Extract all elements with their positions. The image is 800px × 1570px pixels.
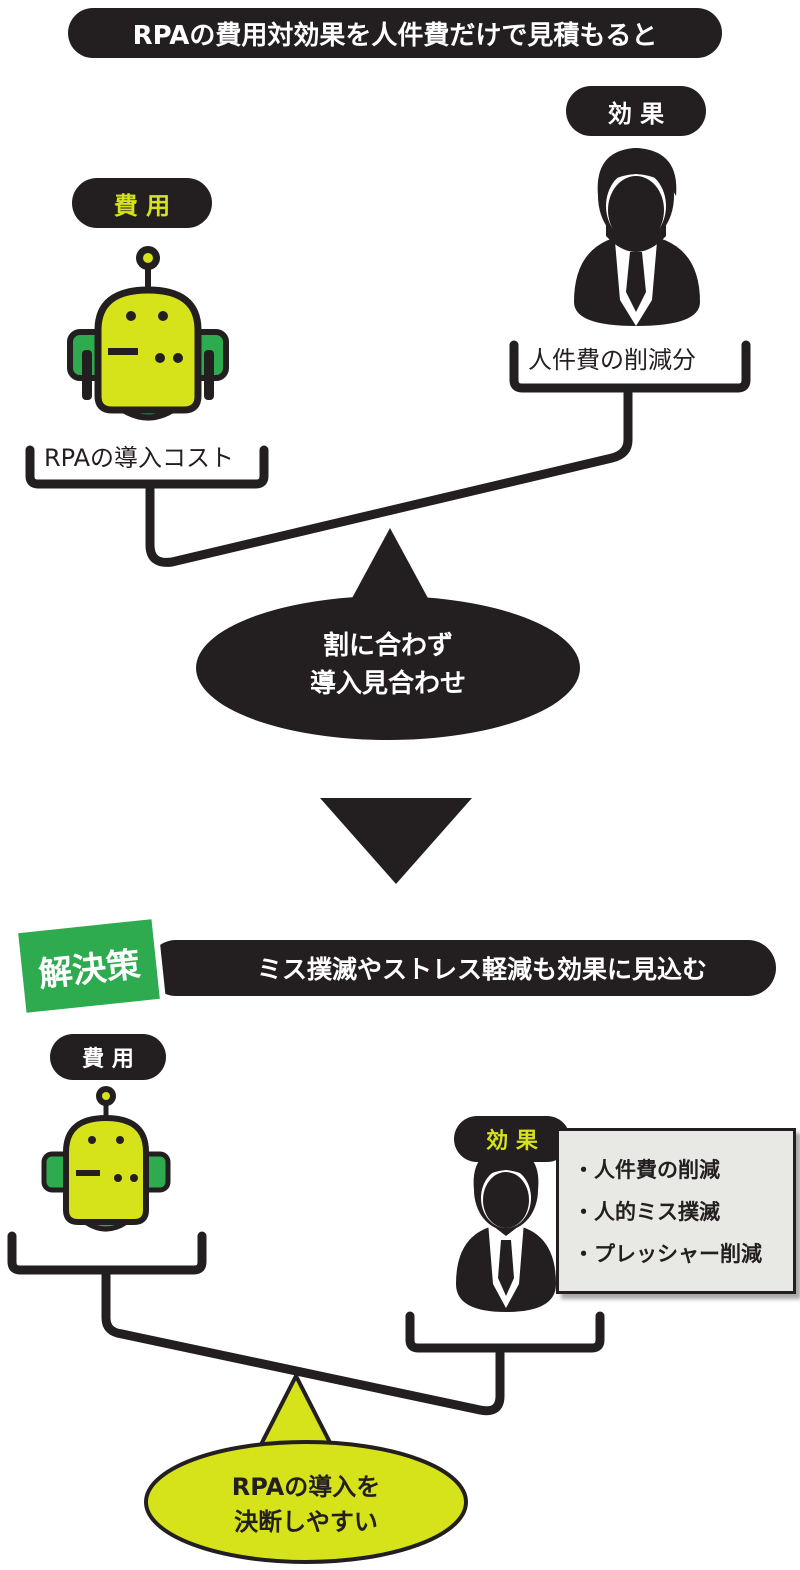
- effects-list: ・人件費の削減 ・人的ミス撲滅 ・プレッシャー削減: [559, 1131, 793, 1275]
- bottom-cost-label: 費 用: [82, 1047, 134, 1072]
- effects-list-box: ・人件費の削減 ・人的ミス撲滅 ・プレッシャー削減: [556, 1128, 796, 1294]
- effects-list-item: ・プレッシャー削減: [573, 1242, 762, 1266]
- cost-label: 費 用: [113, 191, 171, 220]
- effect-label: 効 果: [607, 99, 665, 128]
- businessman-icon: [574, 148, 700, 326]
- bottom-verdict-bubble: [144, 1440, 468, 1564]
- bottom-scale-beam: [101, 1270, 505, 1416]
- top-verdict-line-2: 導入見合わせ: [309, 668, 466, 699]
- scale-beam: [145, 388, 633, 567]
- header-title-pill: RPAの費用対効果を人件費だけで見積もると: [68, 8, 722, 58]
- solution-tag: 解決策: [18, 919, 160, 1013]
- down-arrow-icon: [320, 798, 472, 884]
- robot-icon: [67, 246, 229, 421]
- bottom-cost-tray: [7, 1231, 207, 1275]
- solution-title: ミス撲滅やストレス軽減も効果に見込む: [256, 955, 707, 984]
- robot-icon: [41, 1086, 171, 1232]
- verdict-bubble: [196, 596, 580, 740]
- bottom-effect-tray: [405, 1311, 605, 1353]
- top-verdict: 割に合わず 導入見合わせ: [228, 628, 548, 703]
- bottom-verdict-line-1: RPAの導入を: [231, 1473, 381, 1501]
- header-title: RPAの費用対効果を人件費だけで見積もると: [132, 20, 658, 51]
- effects-list-item: ・人的ミス撲滅: [573, 1200, 720, 1224]
- effects-list-item: ・人件費の削減: [573, 1158, 720, 1182]
- effect-label-pill: 効 果: [566, 86, 706, 136]
- bottom-verdict: RPAの導入を 決断しやすい: [176, 1470, 436, 1540]
- solution-title-pill: ミス撲滅やストレス軽減も効果に見込む: [148, 940, 776, 996]
- bottom-verdict-line-2: 決断しやすい: [234, 1507, 378, 1536]
- bottom-cost-label-pill: 費 用: [50, 1034, 166, 1080]
- cost-item-label: RPAの導入コスト: [44, 444, 235, 472]
- solution-tag-text: 解決策: [36, 944, 143, 995]
- cost-label-pill: 費 用: [72, 178, 212, 228]
- bottom-effect-label-pill: 効 果: [454, 1116, 570, 1162]
- effect-item-label: 人件費の削減分: [528, 346, 696, 374]
- top-verdict-line-1: 割に合わず: [322, 631, 453, 661]
- businessman-icon: [456, 1148, 556, 1312]
- bottom-effect-label: 効 果: [486, 1129, 538, 1154]
